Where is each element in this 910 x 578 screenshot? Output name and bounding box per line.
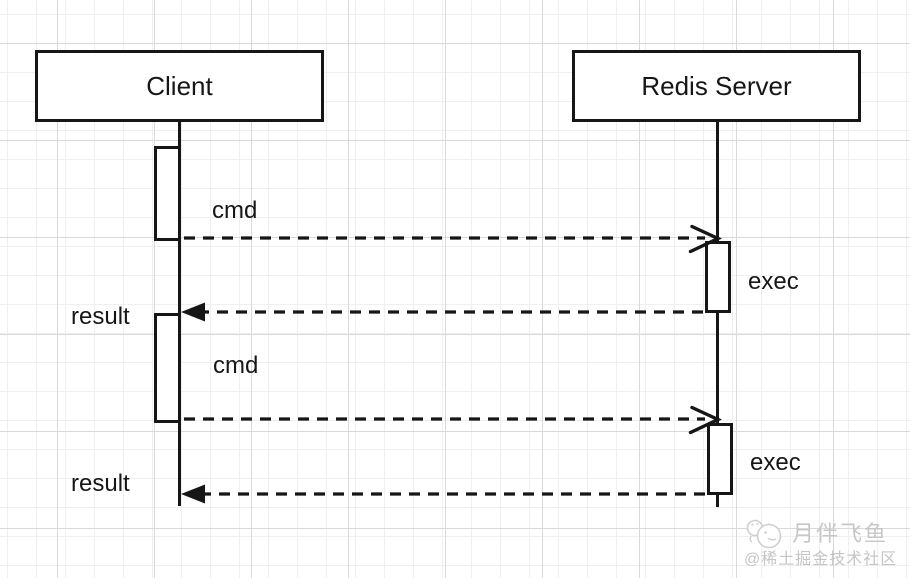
activation-label-exec-2: exec xyxy=(750,449,801,476)
activation-bar-client-1 xyxy=(154,146,181,241)
result-arrow-2 xyxy=(181,484,705,504)
activation-bar-client-2 xyxy=(154,313,181,423)
actor-box-client: Client xyxy=(35,50,324,122)
actor-label-redis-server: Redis Server xyxy=(641,70,792,101)
redis-server-lifeline xyxy=(716,122,719,507)
message-label-cmd-2: cmd xyxy=(213,352,259,379)
watermark-community-text: @稀土掘金技术社区 xyxy=(744,551,898,568)
actor-box-redis-server: Redis Server xyxy=(572,50,861,122)
result-arrow-1 xyxy=(181,302,703,322)
watermark-fish-logo-icon xyxy=(746,519,782,549)
cmd-arrow-2 xyxy=(184,405,723,435)
result-arrow-2-filled-arrowhead-icon xyxy=(181,484,205,504)
activation-bar-redis-1 xyxy=(705,241,731,313)
watermark-brand-text: 月伴飞鱼 xyxy=(792,520,889,546)
result-arrow-1-filled-arrowhead-icon xyxy=(181,302,205,322)
message-label-cmd-1: cmd xyxy=(212,197,258,224)
activation-bar-redis-2 xyxy=(707,423,733,495)
message-label-result-2: result xyxy=(71,470,130,497)
watermark: 月伴飞鱼 @稀土掘金技术社区 xyxy=(744,518,897,569)
watermark-row: 月伴飞鱼 xyxy=(744,518,888,550)
activation-label-exec-1: exec xyxy=(748,268,799,295)
cmd-arrow-1 xyxy=(184,224,723,254)
message-label-result-1: result xyxy=(71,303,130,330)
actor-label-client: Client xyxy=(146,70,213,101)
